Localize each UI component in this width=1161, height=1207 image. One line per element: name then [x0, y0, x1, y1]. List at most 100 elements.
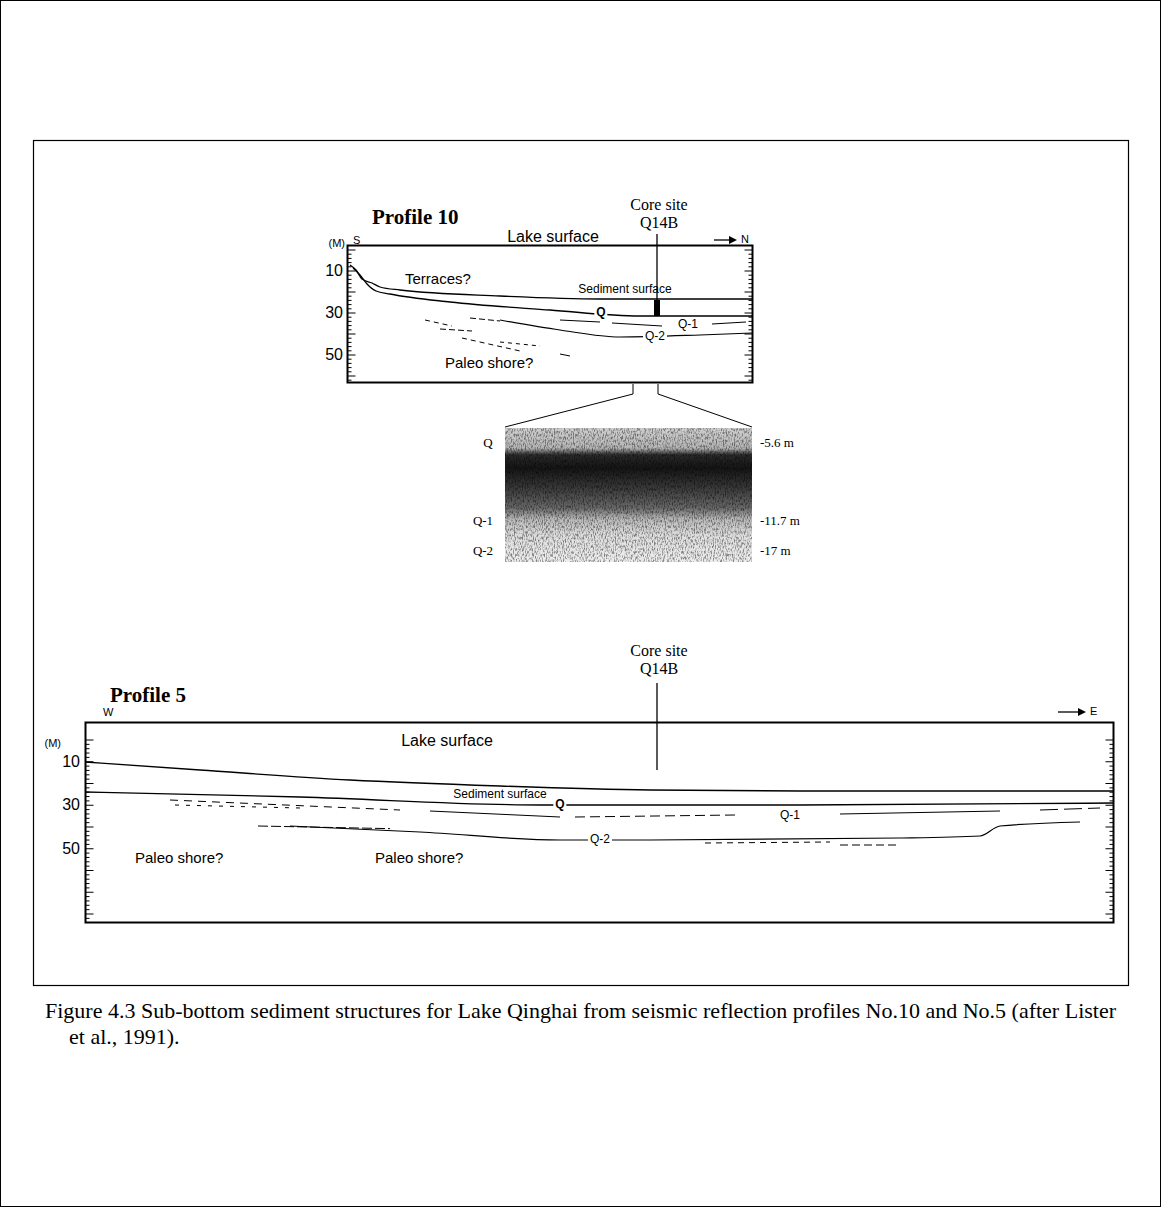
reflector-line — [840, 811, 1000, 814]
depth-tick — [749, 262, 753, 263]
depth-tick — [86, 818, 90, 819]
reflector-line — [425, 320, 452, 326]
unit-label: (M) — [45, 737, 62, 750]
depth-tick — [1110, 883, 1114, 884]
depth-tick — [348, 283, 352, 284]
depth-tick — [86, 822, 90, 823]
depth-value: -17 m — [760, 544, 791, 559]
surface-label: Lake surface — [401, 732, 493, 750]
depth-tick — [348, 292, 356, 293]
direction-arrow — [714, 239, 731, 240]
surface-label: Sediment surface — [453, 788, 546, 802]
depth-tick — [1110, 857, 1114, 858]
depth-tick — [348, 304, 352, 305]
feature-label: Paleo shore? — [445, 354, 533, 371]
depth-tick — [86, 753, 90, 754]
feature-label: Terraces? — [405, 270, 471, 287]
depth-tick — [348, 338, 352, 339]
surface-label: Sediment surface — [578, 283, 671, 297]
depth-tick — [348, 329, 352, 330]
depth-tick — [1110, 809, 1114, 810]
depth-tick — [1106, 783, 1114, 784]
figure-caption: Figure 4.3 Sub-bottom sediment structure… — [45, 998, 1120, 1050]
depth-tick — [1106, 805, 1114, 806]
depth-tick — [348, 308, 352, 309]
horizon-label: Q — [553, 798, 566, 812]
depth-tick — [86, 740, 94, 741]
core-site-label: Core site Q14B — [614, 196, 704, 233]
depth-tick — [1110, 896, 1114, 897]
depth-tick — [1110, 887, 1114, 888]
horizon-label: Q-1 — [778, 809, 802, 823]
depth-value: -5.6 m — [760, 436, 794, 451]
depth-tick — [1110, 918, 1114, 919]
depth-tick — [86, 796, 90, 797]
depth-tick — [86, 892, 94, 893]
depth-tick — [348, 279, 352, 280]
reflector-line — [175, 805, 300, 808]
depth-tick — [348, 254, 352, 255]
depth-tick — [348, 367, 352, 368]
depth-tick-label: 50 — [325, 346, 343, 364]
depth-tick — [86, 809, 90, 810]
depth-tick — [1106, 827, 1114, 828]
depth-tick — [348, 258, 352, 259]
horizon-label: Q-2 — [473, 544, 493, 559]
profile-title: Profile 5 — [110, 683, 186, 707]
depth-tick — [1110, 766, 1114, 767]
depth-tick — [1110, 753, 1114, 754]
reflector-line — [170, 800, 400, 810]
reflector-line — [430, 811, 560, 817]
depth-tick — [86, 774, 90, 775]
depth-tick — [86, 857, 90, 858]
paleo-shore-line — [258, 826, 390, 829]
depth-tick — [1110, 840, 1114, 841]
zoom-bracket — [505, 384, 633, 427]
depth-tick — [1106, 761, 1114, 762]
depth-tick — [1110, 844, 1114, 845]
depth-tick — [348, 271, 356, 272]
unit-label: (M) — [329, 237, 346, 250]
profile-frame — [86, 723, 1114, 923]
feature-label: Paleo shore? — [135, 849, 223, 866]
depth-tick — [749, 304, 753, 305]
depth-tick — [1106, 848, 1114, 849]
profile-lines — [85, 234, 1114, 918]
depth-tick — [749, 350, 753, 351]
horizon-label: Q — [594, 306, 607, 320]
depth-tick — [1110, 879, 1114, 880]
depth-tick — [86, 914, 94, 915]
depth-tick — [86, 813, 90, 814]
reflector-line — [712, 322, 746, 324]
depth-tick-label: 10 — [62, 753, 80, 771]
depth-tick — [348, 296, 352, 297]
depth-tick — [86, 840, 90, 841]
zoom-bracket — [658, 384, 752, 427]
depth-tick — [749, 338, 753, 339]
depth-tick — [86, 744, 90, 745]
horizon-label: Q-1 — [676, 318, 700, 332]
depth-tick — [86, 783, 94, 784]
depth-tick — [348, 300, 352, 301]
depth-tick — [1110, 866, 1114, 867]
depth-tick — [745, 313, 753, 314]
direction-label: N — [741, 233, 749, 246]
reflector-line — [612, 323, 662, 326]
direction-arrow — [1078, 708, 1086, 716]
depth-tick — [1110, 779, 1114, 780]
depth-tick — [86, 905, 90, 906]
reflector-line — [290, 822, 1080, 840]
reflector-line — [500, 342, 540, 346]
depth-tick — [86, 866, 90, 867]
depth-tick — [749, 258, 753, 259]
core-site-label: Core site Q14B — [614, 642, 704, 679]
depth-tick — [1106, 740, 1114, 741]
depth-tick — [749, 308, 753, 309]
depth-tick — [86, 831, 90, 832]
direction-arrow — [729, 236, 737, 244]
profile-title: Profile 10 — [372, 205, 459, 229]
depth-tick-label: 30 — [62, 796, 80, 814]
depth-tick — [1110, 787, 1114, 788]
depth-tick — [1106, 870, 1114, 871]
